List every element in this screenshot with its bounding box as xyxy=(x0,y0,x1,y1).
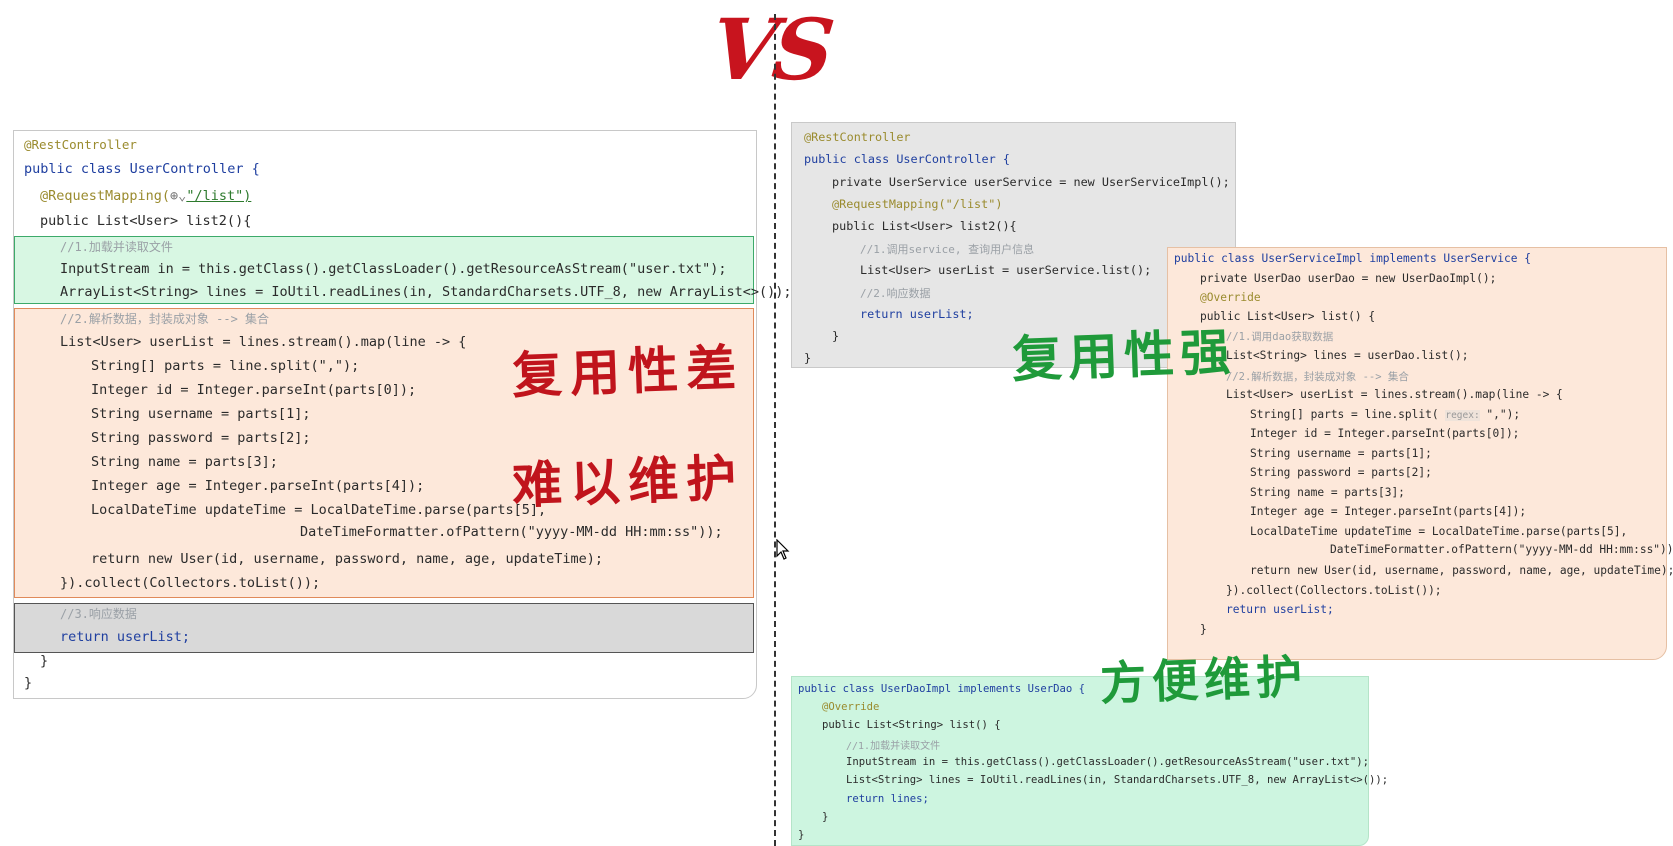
mouse-cursor-icon xyxy=(776,539,790,560)
code-line: LocalDateTime updateTime = LocalDateTime… xyxy=(1250,525,1628,538)
service-code-panel: public class UserServiceImpl implements … xyxy=(1167,247,1673,660)
hard-maintain-note: 难以维护 xyxy=(511,447,746,516)
comment-parse: //2.解析数据，封装成对象 --> 集合 xyxy=(1226,371,1409,383)
dao-code-panel: public class UserDaoImpl implements User… xyxy=(791,676,1388,846)
regex-hint: regex: xyxy=(1445,410,1480,421)
code-line: }).collect(Collectors.toList()); xyxy=(1226,584,1442,597)
code-line: String password = parts[2]; xyxy=(1250,466,1432,479)
method-signature: public List<String> list() { xyxy=(822,719,1001,731)
code-line: List<User> userList = lines.stream().map… xyxy=(1226,388,1563,401)
closing-brace: } xyxy=(832,329,840,343)
code-line: List<User> userList = userService.list()… xyxy=(860,263,1152,277)
class-declaration: public class UserController { xyxy=(24,161,260,177)
code-line: return userList; xyxy=(1226,603,1334,616)
load-file-block xyxy=(14,236,754,304)
code-line: String[] parts = line.split(","); xyxy=(91,358,360,374)
class-declaration: public class UserController { xyxy=(804,152,1010,166)
method-signature: public List<User> list2(){ xyxy=(832,219,1017,233)
code-line: String username = parts[1]; xyxy=(91,406,311,422)
comment-response: //3.响应数据 xyxy=(60,607,137,621)
closing-brace: } xyxy=(24,675,33,691)
request-mapping: @RequestMapping(⊕⌄"/list") xyxy=(40,188,252,204)
code-line: return userList; xyxy=(60,629,191,645)
closing-brace: } xyxy=(822,811,829,823)
override-annotation: @Override xyxy=(1200,291,1261,304)
code-line: DateTimeFormatter.ofPattern("yyyy-MM-dd … xyxy=(300,524,723,540)
method-signature: public List<User> list2(){ xyxy=(40,213,252,229)
code-line: return new User(id, username, password, … xyxy=(91,551,604,567)
annotation-restcontroller: @RestController xyxy=(24,137,137,152)
code-line: Integer age = Integer.parseInt(parts[4])… xyxy=(91,478,425,494)
comment-parse: //2.解析数据，封装成对象 --> 集合 xyxy=(60,312,270,326)
code-line: String[] parts = line.split( regex: ",")… xyxy=(1250,408,1521,421)
vs-heading: VS xyxy=(706,0,836,99)
left-code-panel: @RestController public class UserControl… xyxy=(13,130,792,699)
comment-load-file: //1.加载并读取文件 xyxy=(846,741,941,752)
override-annotation: @Override xyxy=(822,701,880,713)
center-divider xyxy=(774,14,776,846)
code-line: List<String> lines = IoUtil.readLines(in… xyxy=(846,774,1389,786)
annotation-restcontroller: @RestController xyxy=(804,130,911,144)
class-declaration: public class UserServiceImpl implements … xyxy=(1174,252,1531,265)
request-mapping: @RequestMapping("/list") xyxy=(832,197,1003,211)
code-line: LocalDateTime updateTime = LocalDateTime… xyxy=(91,502,547,518)
dao-field: private UserDao userDao = new UserDaoImp… xyxy=(1200,272,1497,285)
closing-brace: } xyxy=(40,653,49,669)
code-line: String name = parts[3]; xyxy=(91,454,278,470)
method-signature: public List<User> list() { xyxy=(1200,310,1376,323)
code-line: Integer age = Integer.parseInt(parts[4])… xyxy=(1250,505,1527,518)
code-line: return new User(id, username, password, … xyxy=(1250,564,1673,577)
code-line: String username = parts[1]; xyxy=(1250,447,1432,460)
closing-brace: } xyxy=(804,351,812,365)
comment-load-file: //1.加载并读取文件 xyxy=(60,240,173,254)
comment-call-service: //1.调用service, 查询用户信息 xyxy=(860,243,1035,256)
class-declaration: public class UserDaoImpl implements User… xyxy=(798,683,1086,695)
code-line: }).collect(Collectors.toList()); xyxy=(60,575,321,591)
response-block xyxy=(14,603,754,653)
code-line: InputStream in = this.getClass().getClas… xyxy=(60,261,727,277)
bad-reuse-note: 复用性差 xyxy=(511,337,746,406)
good-reuse-note: 复用性强 xyxy=(1011,322,1238,389)
code-line: Integer id = Integer.parseInt(parts[0]); xyxy=(1250,427,1520,440)
closing-brace: } xyxy=(1200,623,1207,636)
parse-data-block xyxy=(14,308,754,598)
code-line: DateTimeFormatter.ofPattern("yyyy-MM-dd … xyxy=(1330,543,1673,556)
comment-response: //2.响应数据 xyxy=(860,287,931,300)
code-line: return userList; xyxy=(860,307,974,321)
code-line: List<User> userList = lines.stream().map… xyxy=(60,334,467,350)
globe-icon: ⊕⌄ xyxy=(170,188,187,204)
service-field: private UserService userService = new Us… xyxy=(832,175,1230,189)
code-line: String password = parts[2]; xyxy=(91,430,311,446)
code-line: ArrayList<String> lines = IoUtil.readLin… xyxy=(60,284,792,300)
code-line: InputStream in = this.getClass().getClas… xyxy=(846,756,1369,768)
code-line: Integer id = Integer.parseInt(parts[0]); xyxy=(91,382,417,398)
easy-maintain-note: 方便维护 xyxy=(1099,649,1309,711)
code-line: String name = parts[3]; xyxy=(1250,486,1405,499)
code-line: List<String> lines = userDao.list(); xyxy=(1226,349,1469,362)
comment-call-dao: //1.调用dao获取数据 xyxy=(1226,331,1334,343)
controller-code-panel: @RestController public class UserControl… xyxy=(791,122,1236,368)
code-line: return lines; xyxy=(846,793,929,805)
closing-brace: } xyxy=(798,829,805,841)
